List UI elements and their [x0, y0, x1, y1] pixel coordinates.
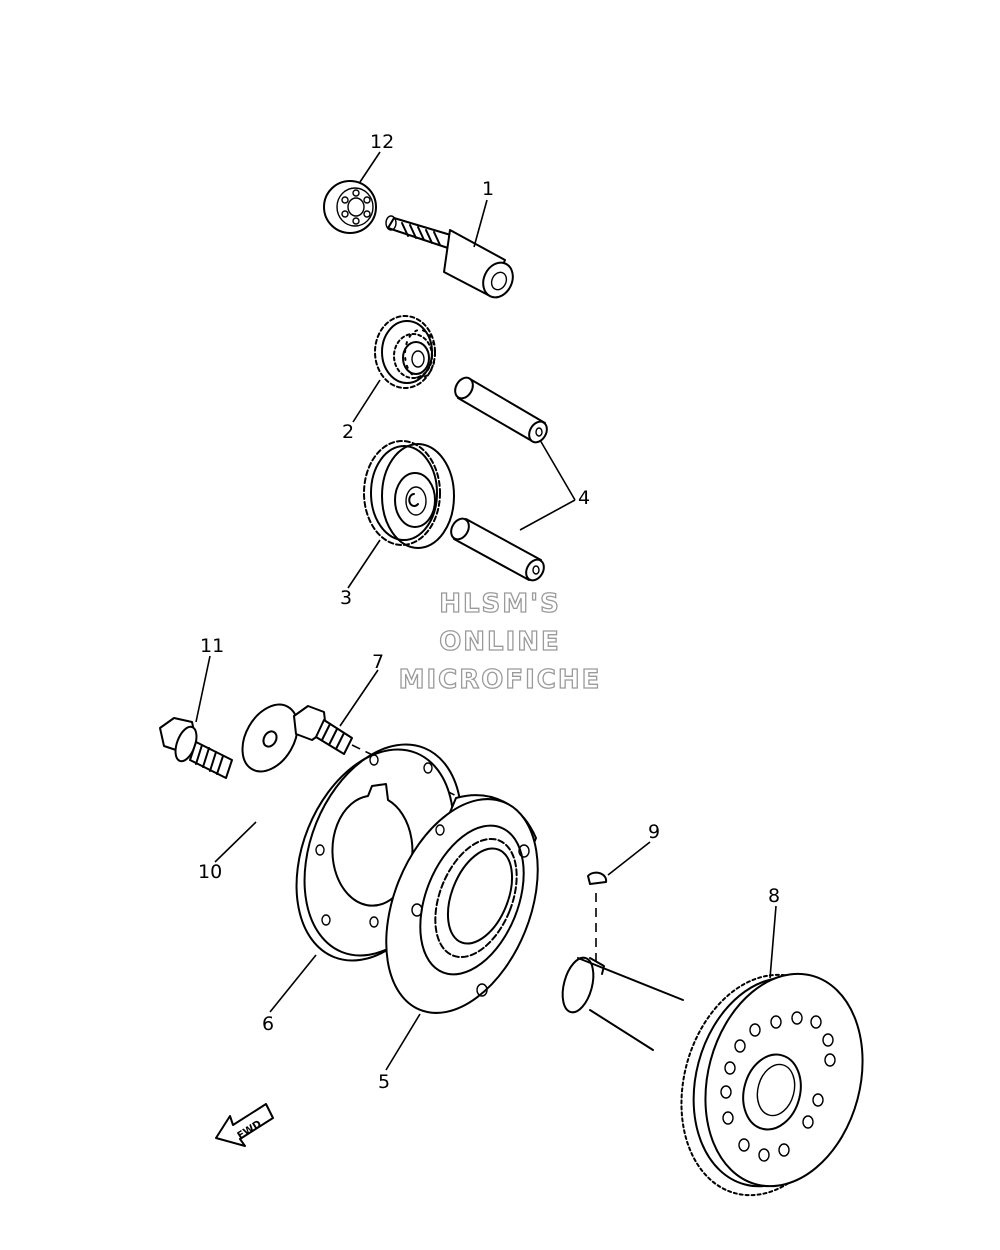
part-10-washer	[241, 703, 299, 773]
fwd-arrow-icon: FWD	[215, 1103, 274, 1147]
part-9-key	[587, 871, 608, 885]
watermark-line-2: ONLINE	[439, 627, 561, 657]
callout-12: 12	[370, 131, 394, 153]
callout-7: 7	[372, 651, 384, 673]
leader-lines	[195, 151, 777, 1071]
callout-4: 4	[578, 487, 590, 509]
watermark-line-3: MICROFICHE	[399, 665, 602, 695]
callout-10: 10	[198, 861, 222, 883]
part-8-wheel-gear	[680, 972, 864, 1197]
watermark: HLSM'S ONLINE MICROFICHE	[398, 588, 602, 695]
part-7-bolt	[293, 705, 353, 755]
part-11-flange-bolt	[159, 717, 233, 779]
crankshaft-phantom	[561, 956, 684, 1051]
part-1-shaft	[385, 215, 514, 299]
callout-6: 6	[262, 1013, 274, 1035]
callout-11: 11	[200, 635, 224, 657]
callout-5: 5	[378, 1071, 390, 1093]
callout-9: 9	[648, 821, 660, 843]
part-4-pins	[450, 376, 548, 582]
part-3-large-gear	[363, 440, 455, 549]
part-12-bearing	[323, 180, 377, 234]
callout-2: 2	[342, 421, 354, 443]
callout-labels: 12 1 2 3 4 11 7 10 6 5 9 8	[198, 131, 780, 1093]
callout-8: 8	[768, 885, 780, 907]
part-2-small-gear	[374, 315, 436, 389]
watermark-line-1: HLSM'S	[439, 589, 561, 619]
part-5-clutch-housing	[385, 794, 539, 1014]
callout-3: 3	[340, 587, 352, 609]
callout-1: 1	[482, 178, 494, 200]
